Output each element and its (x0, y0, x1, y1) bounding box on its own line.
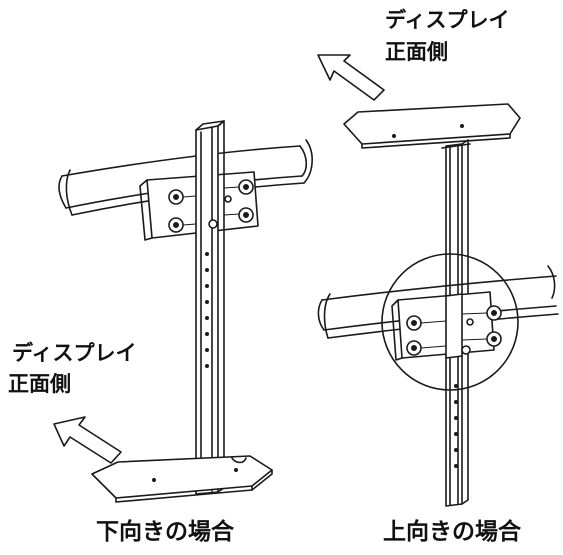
right-top-plate (343, 103, 521, 149)
left-knobs (168, 179, 254, 233)
arrow-top-right (317, 54, 385, 101)
right-figure (317, 103, 559, 507)
right-pole-holes (454, 384, 458, 468)
right-detail-circle (381, 253, 519, 391)
caption-left: 下向きの場合 (96, 519, 234, 545)
right-knobs (406, 305, 502, 356)
left-figure (58, 120, 313, 503)
note-bottom-left-line1: ディスプレイ (12, 341, 137, 365)
left-pole-holes (205, 252, 209, 468)
note-top-right-line2: 正面側 (385, 40, 448, 64)
note-top-right-line1: ディスプレイ (385, 8, 510, 32)
caption-right: 上向きの場合 (383, 519, 521, 545)
left-base-plate (91, 455, 273, 503)
arrow-bottom-left (53, 416, 122, 464)
left-pole (195, 120, 225, 495)
note-bottom-left-line2: 正面側 (8, 372, 71, 396)
